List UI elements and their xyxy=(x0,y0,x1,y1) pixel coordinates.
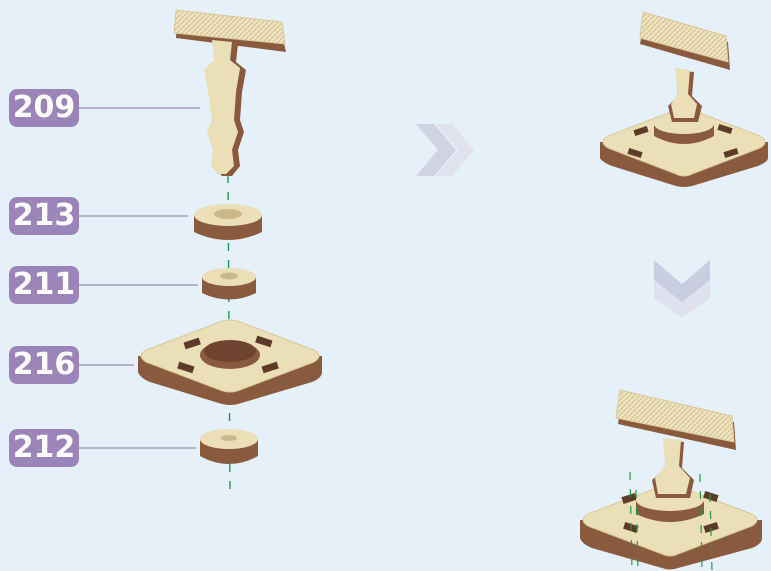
part-213-ring xyxy=(194,204,262,240)
part-label-212: 212 xyxy=(9,429,196,467)
part-label-216-text: 216 xyxy=(13,347,76,382)
part-label-212-text: 212 xyxy=(13,430,76,465)
assembled-view-step-1 xyxy=(600,12,768,187)
part-label-209-text: 209 xyxy=(13,90,76,125)
part-label-213-text: 213 xyxy=(13,198,76,233)
part-216-base-plate xyxy=(138,320,322,405)
part-label-209: 209 xyxy=(9,89,200,127)
chevron-right-icon xyxy=(416,124,474,176)
part-211-spacer xyxy=(202,268,256,300)
part-212-nut xyxy=(200,429,258,464)
part-label-213: 213 xyxy=(9,197,188,235)
assembled-view-step-2 xyxy=(580,390,762,571)
part-label-216: 216 xyxy=(9,346,134,384)
part-209-t-handle xyxy=(174,10,286,176)
chevron-down-icon xyxy=(654,260,710,318)
part-label-211: 211 xyxy=(9,266,198,304)
exploded-view xyxy=(138,10,322,490)
part-label-211-text: 211 xyxy=(13,267,76,302)
